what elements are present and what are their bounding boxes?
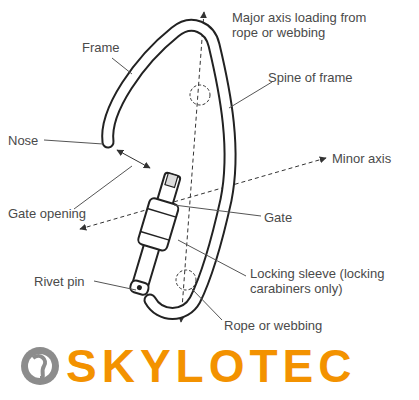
gate-opening-arrow [117,150,150,168]
part-label: Frame [82,40,120,55]
minor-axis [80,158,326,229]
logo-icon [21,347,59,385]
load-point [190,85,210,105]
axis-label: Major axis loading from rope or webbing [232,10,382,40]
part-label: Spine of frame [268,70,353,85]
part-label: Rivet pin [34,274,85,289]
part-label: Gate [264,210,292,225]
brand-logo: SKYLOTEC [66,343,356,389]
part-label: Rope or webbing [224,318,322,333]
carabiner-frame [108,25,230,313]
axis-label: Minor axis [332,151,391,166]
part-label: Nose [8,133,38,148]
part-label: Locking sleeve (locking carabiners only) [250,266,415,296]
part-label: Gate opening [8,206,86,221]
gate-assembly [123,170,187,297]
load-point [176,270,196,290]
